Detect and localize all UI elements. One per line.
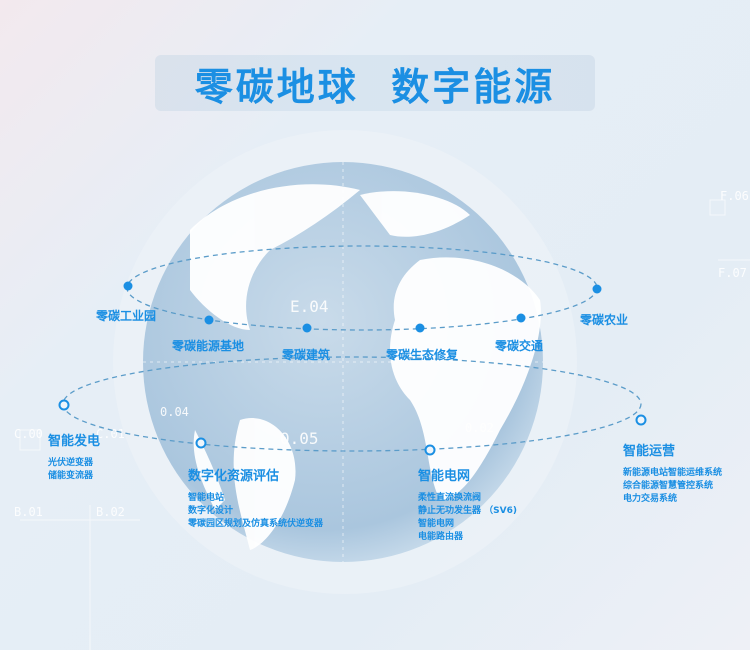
group-heading: 数字化资源评估 [188,469,280,484]
group-item: 新能源电站智能运维系统 [623,468,723,478]
orbit-label: 零碳建筑 [282,348,331,362]
hud-label: C.00 [14,427,43,441]
hud-label: 0.05 [280,429,319,448]
group-smart-generation: 智能发电 光伏逆变器 储能变流器 [48,430,100,483]
hud-label: B.01 [14,505,43,519]
orbit-upper-nodes [123,281,602,333]
group-item: 储能变流器 [48,471,94,481]
group-item: 电能路由器 [418,532,464,542]
group-item: 智能电站 [188,493,225,503]
group-smart-operation: 智能运营 新能源电站智能运维系统 综合能源智慧管控系统 电力交易系统 [623,440,722,506]
group-item: 柔性直流换流阀 [418,493,482,503]
orbit-label: 零碳农业 [580,313,629,327]
group-resource-assessment: 数字化资源评估 智能电站 数字化设计 零碳园区规划及仿真系统伏逆变器 [188,465,323,531]
group-heading: 智能电网 [418,469,471,484]
page-title: 零碳地球 数字能源 [194,64,556,109]
group-item: 零碳园区规划及仿真系统伏逆变器 [188,519,324,529]
group-heading: 智能运营 [623,444,676,459]
orbit-label: 零碳能源基地 [172,339,245,353]
group-item: 数字化设计 [188,506,234,516]
group-item: 电力交易系统 [623,494,678,504]
group-item: 综合能源智慧管控系统 [623,481,714,491]
group-item: 智能电网 [418,519,455,529]
hud-label: 0.02 [465,421,494,435]
hud-label: F.06 [720,189,749,203]
title-banner: 零碳地球 数字能源 [155,55,595,111]
continents [190,184,541,550]
group-item: 光伏逆变器 [48,458,94,468]
group-heading: 智能发电 [48,434,101,449]
hud-label: E.04 [290,297,329,316]
group-item: 静止无功发生器 （SV6) [418,506,517,516]
group-smart-grid: 智能电网 柔性直流换流阀 静止无功发生器 （SV6) 智能电网 电能路由器 [418,465,517,544]
orbit-label: 零碳交通 [495,339,544,353]
orbit-label: 零碳工业园 [96,309,157,323]
orbit-lower-nodes [58,399,647,456]
hud-label: F.07 [718,266,747,280]
hud-label: 0.04 [160,405,189,419]
hud-label: C.01 [96,427,125,441]
orbit-label: 零碳生态修复 [386,348,459,362]
hud-label: B.02 [96,505,125,519]
